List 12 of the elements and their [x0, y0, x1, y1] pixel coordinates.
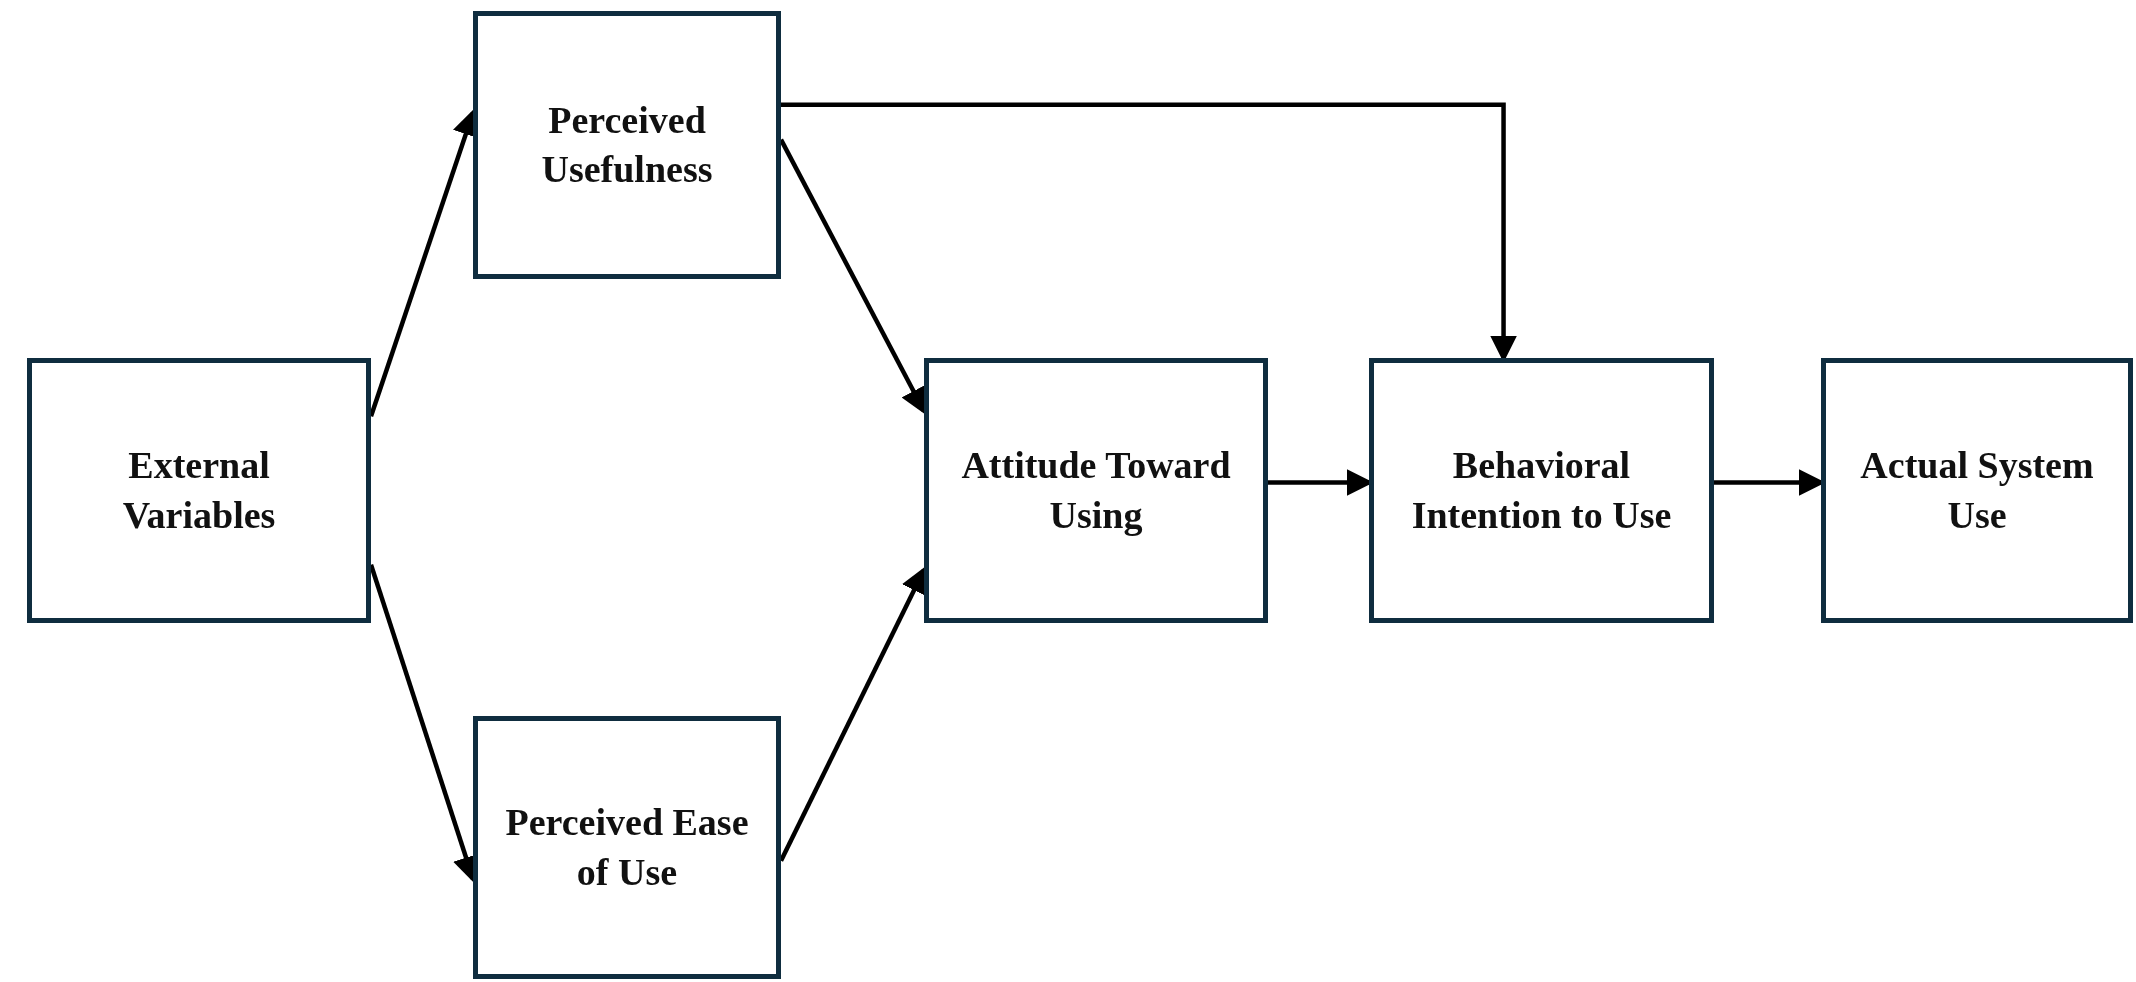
- construct-label: Perceived Usefulness: [540, 97, 714, 192]
- construct-box: [473, 11, 781, 279]
- construct-label: External Variables: [121, 443, 277, 538]
- construct-label: Behavioral Intention to Use: [1410, 443, 1673, 538]
- construct-box: [473, 716, 781, 979]
- construct-label: Perceived Ease of Use: [504, 800, 750, 895]
- construct-box: [1369, 358, 1714, 623]
- construct-label: Actual System Use: [1859, 443, 2095, 538]
- construct-box: [1821, 358, 2133, 623]
- construct-box: [924, 358, 1268, 623]
- construct-box: [27, 358, 371, 623]
- construct-label: Attitude Toward Using: [960, 443, 1232, 538]
